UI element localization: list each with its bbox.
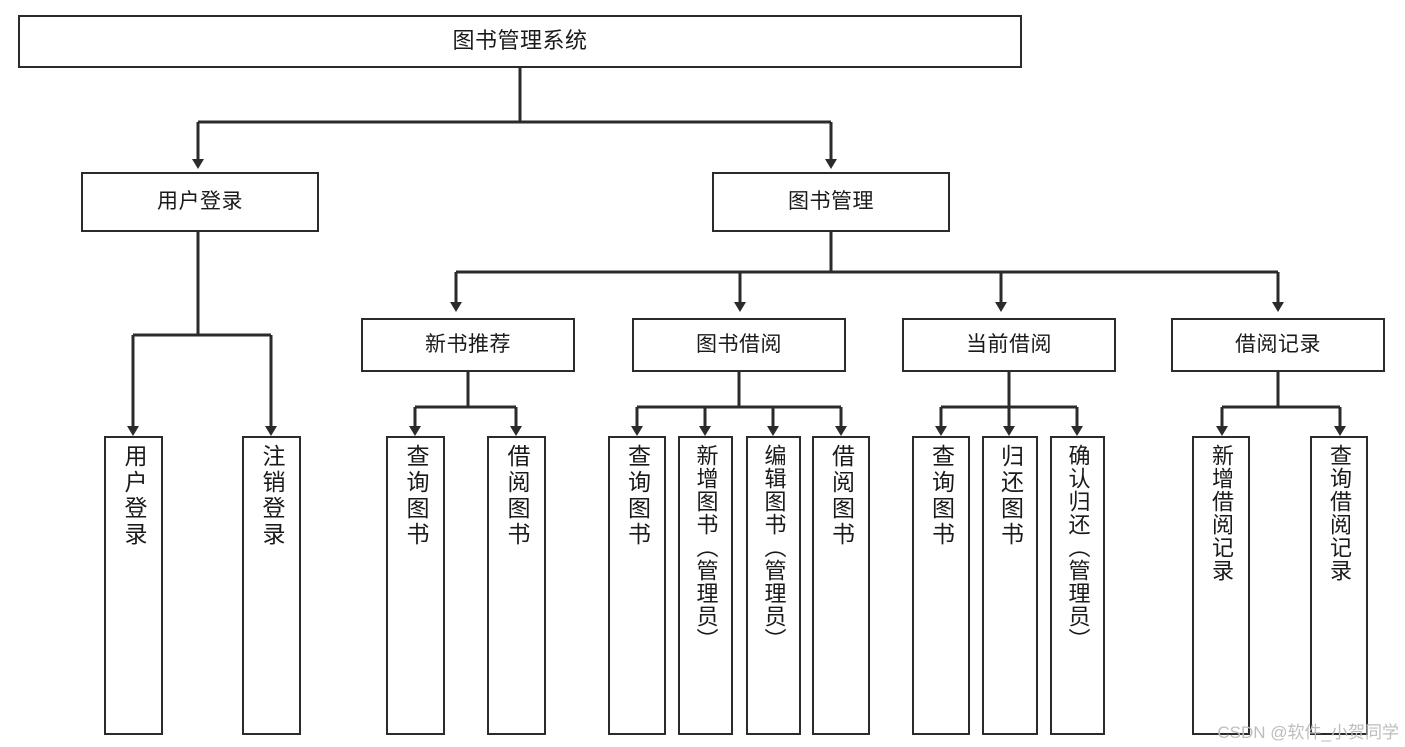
node-borrow-record[interactable]: 借阅记录: [1171, 318, 1385, 372]
node-leaf-user-login[interactable]: 用户登录: [104, 436, 163, 735]
node-label: 新增图书（管理员）: [693, 444, 719, 651]
node-current-borrow[interactable]: 当前借阅: [902, 318, 1116, 372]
node-label: 新书推荐: [425, 333, 511, 357]
node-user-login[interactable]: 用户登录: [81, 172, 319, 232]
node-label: 用户登录: [157, 190, 243, 214]
node-leaf-borrow-book-2[interactable]: 借阅图书: [812, 436, 870, 735]
node-label: 借阅图书: [828, 444, 855, 548]
node-label: 查询图书: [928, 444, 955, 548]
node-leaf-edit-book[interactable]: 编辑图书（管理员）: [746, 436, 801, 735]
node-leaf-return-book[interactable]: 归还图书: [982, 436, 1038, 735]
node-root-system[interactable]: 图书管理系统: [18, 15, 1022, 68]
node-label: 图书管理: [788, 190, 874, 214]
node-label: 查询图书: [403, 444, 429, 548]
node-label: 归还图书: [997, 444, 1024, 548]
node-label: 确认归还（管理员）: [1065, 444, 1091, 651]
node-label: 查询图书: [624, 444, 651, 548]
node-book-management[interactable]: 图书管理: [712, 172, 950, 232]
csdn-watermark: CSDN @软件_小贺同学: [1217, 723, 1399, 742]
node-leaf-borrow-book-1[interactable]: 借阅图书: [487, 436, 546, 735]
node-label: 新增借阅记录: [1209, 444, 1234, 582]
node-label: 借阅图书: [504, 444, 530, 548]
node-leaf-query-book-3[interactable]: 查询图书: [912, 436, 970, 735]
node-label: 图书借阅: [696, 333, 782, 357]
node-label: 图书管理系统: [452, 28, 588, 54]
node-new-book-recommend[interactable]: 新书推荐: [361, 318, 575, 372]
node-label: 注销登录: [259, 444, 285, 548]
node-label: 用户登录: [121, 444, 147, 548]
node-leaf-add-book[interactable]: 新增图书（管理员）: [678, 436, 733, 735]
node-label: 查询借阅记录: [1327, 444, 1352, 582]
node-label: 借阅记录: [1235, 333, 1321, 357]
node-leaf-confirm-return[interactable]: 确认归还（管理员）: [1050, 436, 1105, 735]
node-book-borrow[interactable]: 图书借阅: [632, 318, 846, 372]
node-leaf-query-book-1[interactable]: 查询图书: [386, 436, 445, 735]
node-label: 当前借阅: [966, 333, 1052, 357]
node-leaf-logout-login[interactable]: 注销登录: [242, 436, 301, 735]
node-leaf-query-record[interactable]: 查询借阅记录: [1310, 436, 1368, 735]
node-label: 编辑图书（管理员）: [761, 444, 787, 651]
node-leaf-query-book-2[interactable]: 查询图书: [608, 436, 666, 735]
node-leaf-add-record[interactable]: 新增借阅记录: [1192, 436, 1250, 735]
